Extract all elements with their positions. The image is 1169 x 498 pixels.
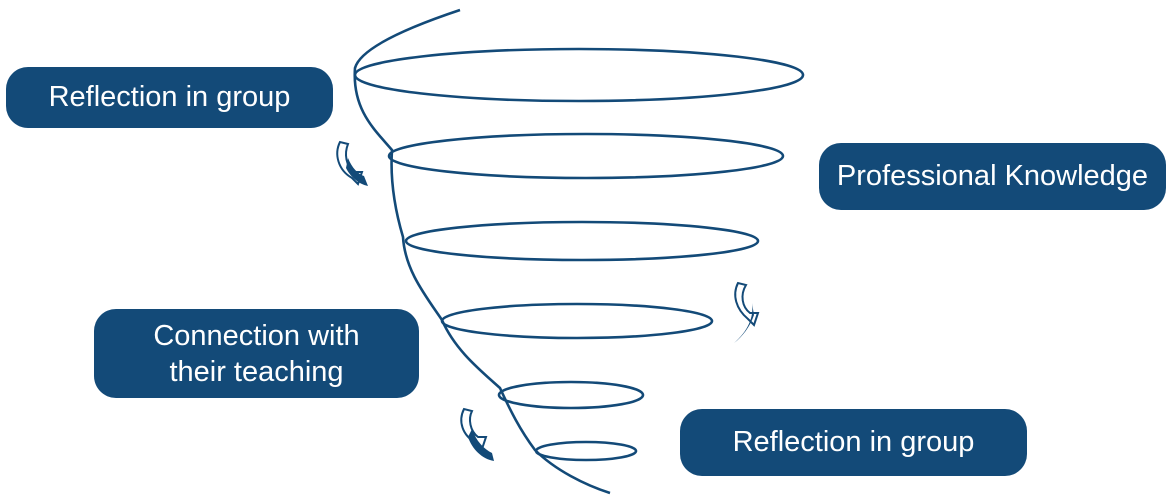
professional-knowledge-text: Professional Knowledge bbox=[836, 160, 1149, 192]
reflection-in-group-text-top: Reflection in group bbox=[48, 81, 291, 113]
curved-arrow-icon bbox=[460, 407, 494, 461]
curved-arrow-icon bbox=[336, 140, 368, 186]
professional-knowledge-label: Professional Knowledge bbox=[819, 143, 1166, 210]
connection-with-teaching-label: Connection with their teaching bbox=[94, 309, 419, 398]
spiral-ring-2 bbox=[387, 132, 785, 180]
connection-with-teaching-line2: their teaching bbox=[169, 355, 344, 388]
connection-with-teaching-line1: Connection with bbox=[153, 319, 360, 352]
spiral-ring-4 bbox=[440, 302, 714, 340]
curved-arrow-icon bbox=[734, 281, 760, 343]
spiral-ring-6 bbox=[534, 440, 638, 462]
reflection-in-group-text-bottom: Reflection in group bbox=[732, 426, 975, 458]
reflection-in-group-label-bottom: Reflection in group bbox=[680, 409, 1027, 476]
spiral-ring-5 bbox=[497, 380, 645, 410]
spiral-spine bbox=[353, 8, 611, 495]
spiral-ring-1 bbox=[353, 47, 805, 103]
spiral-ring-3 bbox=[404, 220, 760, 262]
reflection-in-group-label-top: Reflection in group bbox=[6, 67, 333, 128]
